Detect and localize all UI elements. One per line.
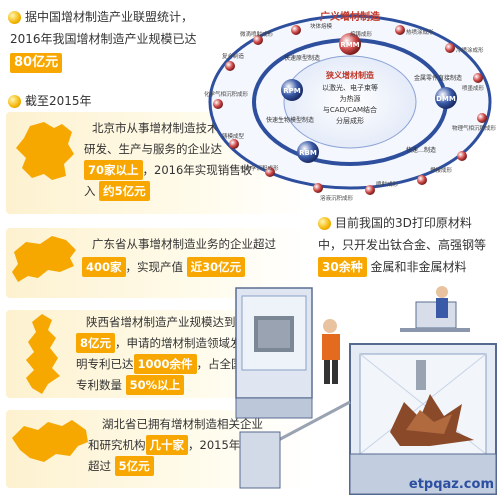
inner-line-4: 与CAD/CAM结合: [323, 105, 377, 114]
header-line-2: 2016年我国增材制造产业规模已达: [10, 32, 197, 46]
section-title: 截至2015年: [8, 90, 92, 112]
section-title-text: 截至2015年: [25, 94, 92, 108]
hubei-line-2: 和研究机构: [88, 438, 146, 452]
outer-item: 喷墨成形: [462, 84, 485, 92]
beijing-value-1: 70家以上: [84, 160, 143, 180]
shaanxi-map-icon: [26, 314, 60, 394]
bullet-icon: [318, 217, 331, 230]
materials-line-3: 金属和非金属材料: [370, 260, 467, 274]
inner-title: 狭义增材制造: [325, 70, 374, 80]
guangdong-line-1: 广东省从事增材制造业务的企业超过: [92, 237, 276, 251]
hubei-line-1: 湖北省已拥有增材制造相关企业: [102, 417, 263, 431]
beijing-line-1: 北京市从事增材制造技术: [92, 121, 219, 135]
materials-line-1: 目前我国的3D打印原材料: [335, 216, 472, 230]
beijing-line-3: ，2016年实现销售收: [142, 163, 253, 177]
label-bio-model: 快速生物模型制造: [266, 116, 314, 124]
outer-item: 溶液沉积成形: [320, 194, 354, 202]
node-dmm-label: DMM: [436, 95, 456, 103]
bullet-icon: [8, 11, 21, 24]
guangdong-value-2: 近30亿元: [186, 257, 246, 277]
label-direct-metal: 金属零件直接制造: [414, 74, 462, 82]
outer-spheres: [213, 25, 487, 195]
label-bottom: 快速…制造: [406, 146, 436, 154]
inner-core: [283, 55, 417, 149]
beijing-value-2: 约5亿元: [99, 181, 150, 201]
outer-item: 复合制造: [222, 52, 245, 60]
outer-item: 熔铸成形: [350, 30, 373, 38]
shaanxi-line-3: 明专利已达: [76, 357, 134, 371]
outer-title: 广义增材制造: [320, 10, 381, 23]
shaanxi-line-2: ，申请的增材制造领域发: [115, 336, 242, 350]
outer-item: 铸模成型: [222, 132, 245, 140]
shaanxi-line-4: ，占全国: [196, 357, 243, 371]
node-rbm: RBM: [297, 141, 319, 163]
outer-item: 焊接成形: [430, 166, 453, 174]
hubei-map-icon: [12, 420, 88, 462]
inner-line-5: 分层成形: [336, 116, 364, 125]
outer-labels: 块体熔模 热喷涂成形 冷喷涂成形 喷墨成形 物理气相沉积成形 焊接成形 喷射成形…: [204, 22, 497, 202]
outer-item: 冷喷涂成形: [456, 46, 484, 54]
header-block: 据中国增材制造产业联盟统计， 2016年我国增材制造产业规模已达 80亿元: [8, 6, 318, 73]
guangdong-value-1: 400家: [82, 257, 126, 277]
node-rmm: RMM: [339, 33, 361, 55]
node-rpm-label: RPM: [283, 87, 301, 95]
inner-line-2: 以激光、电子束等: [322, 83, 378, 92]
outer-item: 物理气相沉积成形: [452, 124, 497, 132]
additive-manufacturing-diagram: 广义增材制造 狭义增材制造 以激光、电子束等 为热源 与CAD/CAM结合 分层…: [204, 10, 497, 202]
shaanxi-line-1: 陕西省增材制造产业规模达到: [86, 315, 236, 329]
outer-item: 喷射成形: [376, 180, 399, 188]
watermark: etpqaz.com: [408, 477, 494, 492]
label-rapid-prototype: 快速原型制造: [284, 54, 320, 62]
node-dmm: DMM: [435, 87, 457, 109]
header-value: 80亿元: [10, 53, 63, 73]
materials-block: 目前我国的3D打印原材料 中，只开发出钛合金、高强钢等 30余种 金属和非金属材…: [318, 212, 500, 278]
outer-item: 块体熔模: [310, 22, 333, 30]
shaanxi-value-2: 1000余件: [133, 354, 197, 374]
beijing-line-4: 入: [84, 184, 96, 198]
inner-line-3: 为热源: [340, 94, 361, 103]
shaanxi-value-1: 8亿元: [76, 333, 116, 353]
beijing-panel: 北京市从事增材制造技术 研发、生产与服务的企业达 70家以上，2016年实现销售…: [6, 112, 310, 214]
engineer-figure: [322, 319, 340, 384]
desk-figure: [400, 286, 470, 332]
outer-item: 电化学沉积成形: [240, 164, 279, 172]
shaanxi-line-5: 专利数量: [76, 378, 122, 392]
bullet-icon: [8, 95, 21, 108]
outer-item: 化学气相沉积成形: [204, 90, 249, 98]
beijing-map-icon: [16, 122, 74, 180]
large-printer: [239, 343, 497, 495]
beijing-line-2: 研发、生产与服务的企业达: [84, 142, 222, 156]
header-line-1: 据中国增材制造产业联盟统计，: [8, 6, 318, 28]
header-line1-text: 据中国增材制造产业联盟统计，: [25, 10, 194, 24]
node-rbm-label: RBM: [299, 149, 317, 157]
node-rmm-label: RMM: [340, 41, 359, 49]
small-printer: [235, 287, 313, 419]
hubei-value-1: 几十家: [145, 435, 188, 455]
hubei-line-4: 超过: [88, 459, 111, 473]
materials-value: 30余种: [318, 257, 367, 277]
shaanxi-value-3: 50%以上: [125, 375, 185, 395]
3d-printer-illustration: [235, 286, 497, 495]
materials-line-2: 中，只开发出钛合金、高强钢等: [318, 238, 487, 252]
outer-item: 热喷涂成形: [406, 28, 434, 36]
outer-item: 微滴喷射成形: [240, 30, 274, 38]
hubei-value-2: 5亿元: [114, 456, 154, 476]
guangdong-map-icon: [12, 236, 76, 282]
node-rpm: RPM: [281, 79, 303, 101]
guangdong-panel: 广东省从事增材制造业务的企业超过 400家，实现产值 近30亿元: [6, 228, 310, 298]
guangdong-line-2: ，实现产值: [125, 260, 184, 274]
